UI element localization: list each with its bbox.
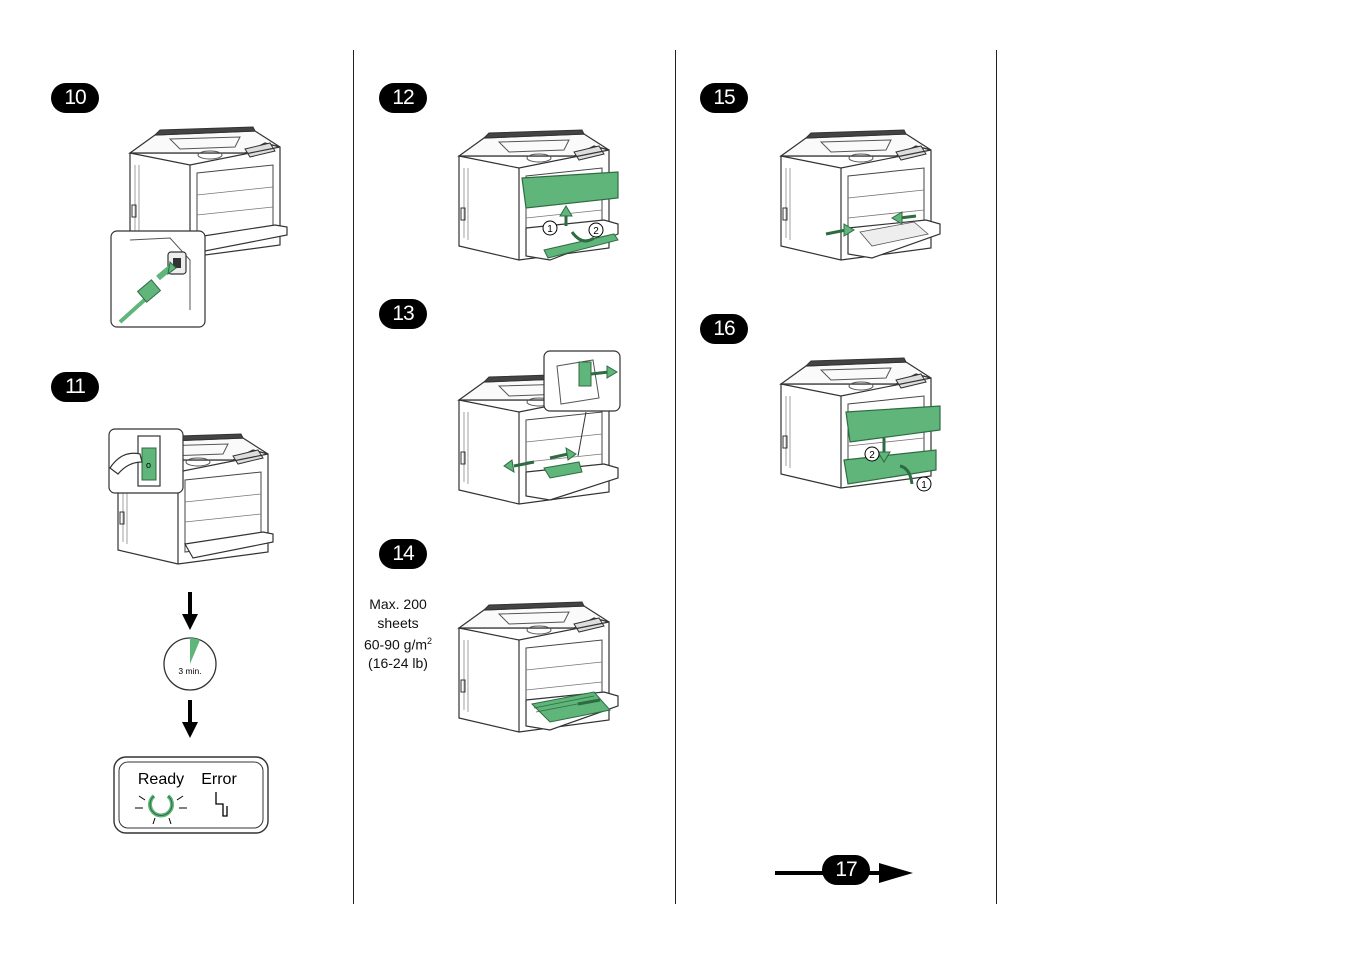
callout-2: 2 xyxy=(869,450,875,461)
arrow-down-icon xyxy=(182,700,198,738)
printer-illustration xyxy=(458,373,619,505)
next-page-badge[interactable]: 17 xyxy=(822,855,870,885)
ready-light-icon xyxy=(135,794,187,825)
ready-label: Ready xyxy=(138,771,184,788)
step-badge-12: 12 xyxy=(379,83,427,113)
error-label: Error xyxy=(201,771,237,788)
note-line-4: (16-24 lb) xyxy=(368,655,428,672)
step-badge-10: 10 xyxy=(51,83,99,113)
printer-illustration xyxy=(780,129,941,261)
note-line-1: Max. 200 xyxy=(369,596,427,612)
power-cord-icon xyxy=(110,230,206,328)
callout-2: 2 xyxy=(593,226,599,237)
column-divider-1 xyxy=(353,50,354,904)
column-divider-3 xyxy=(996,50,997,904)
callout-1: 1 xyxy=(921,480,927,491)
note-line-3: 60-90 g/m2 xyxy=(363,636,433,653)
step-badge-14: 14 xyxy=(379,539,427,569)
timer-label: 3 min. xyxy=(178,666,201,676)
note-line-2: sheets xyxy=(377,614,419,631)
arrow-down-icon xyxy=(182,592,198,630)
printer-illustration xyxy=(117,433,274,565)
step-badge-15: 15 xyxy=(700,83,748,113)
step-badge-13: 13 xyxy=(379,299,427,329)
printer-illustration xyxy=(458,601,619,733)
step-badge-16: 16 xyxy=(700,314,748,344)
timer-icon: 3 min. xyxy=(163,637,217,691)
callout-1: 1 xyxy=(547,224,553,235)
power-switch-icon: o xyxy=(108,428,184,494)
svg-text:o: o xyxy=(146,460,151,470)
column-divider-2 xyxy=(675,50,676,904)
printer-illustration: 2 1 xyxy=(780,357,941,492)
tray-guide-inset xyxy=(543,350,621,412)
status-panel: Ready Error xyxy=(113,756,269,834)
paper-capacity-note: Max. 200 sheets 60-90 g/m2 (16-24 lb) xyxy=(358,595,438,673)
error-light-icon xyxy=(215,792,228,817)
printer-illustration: 1 2 xyxy=(458,129,619,261)
step-badge-11: 11 xyxy=(51,372,99,402)
